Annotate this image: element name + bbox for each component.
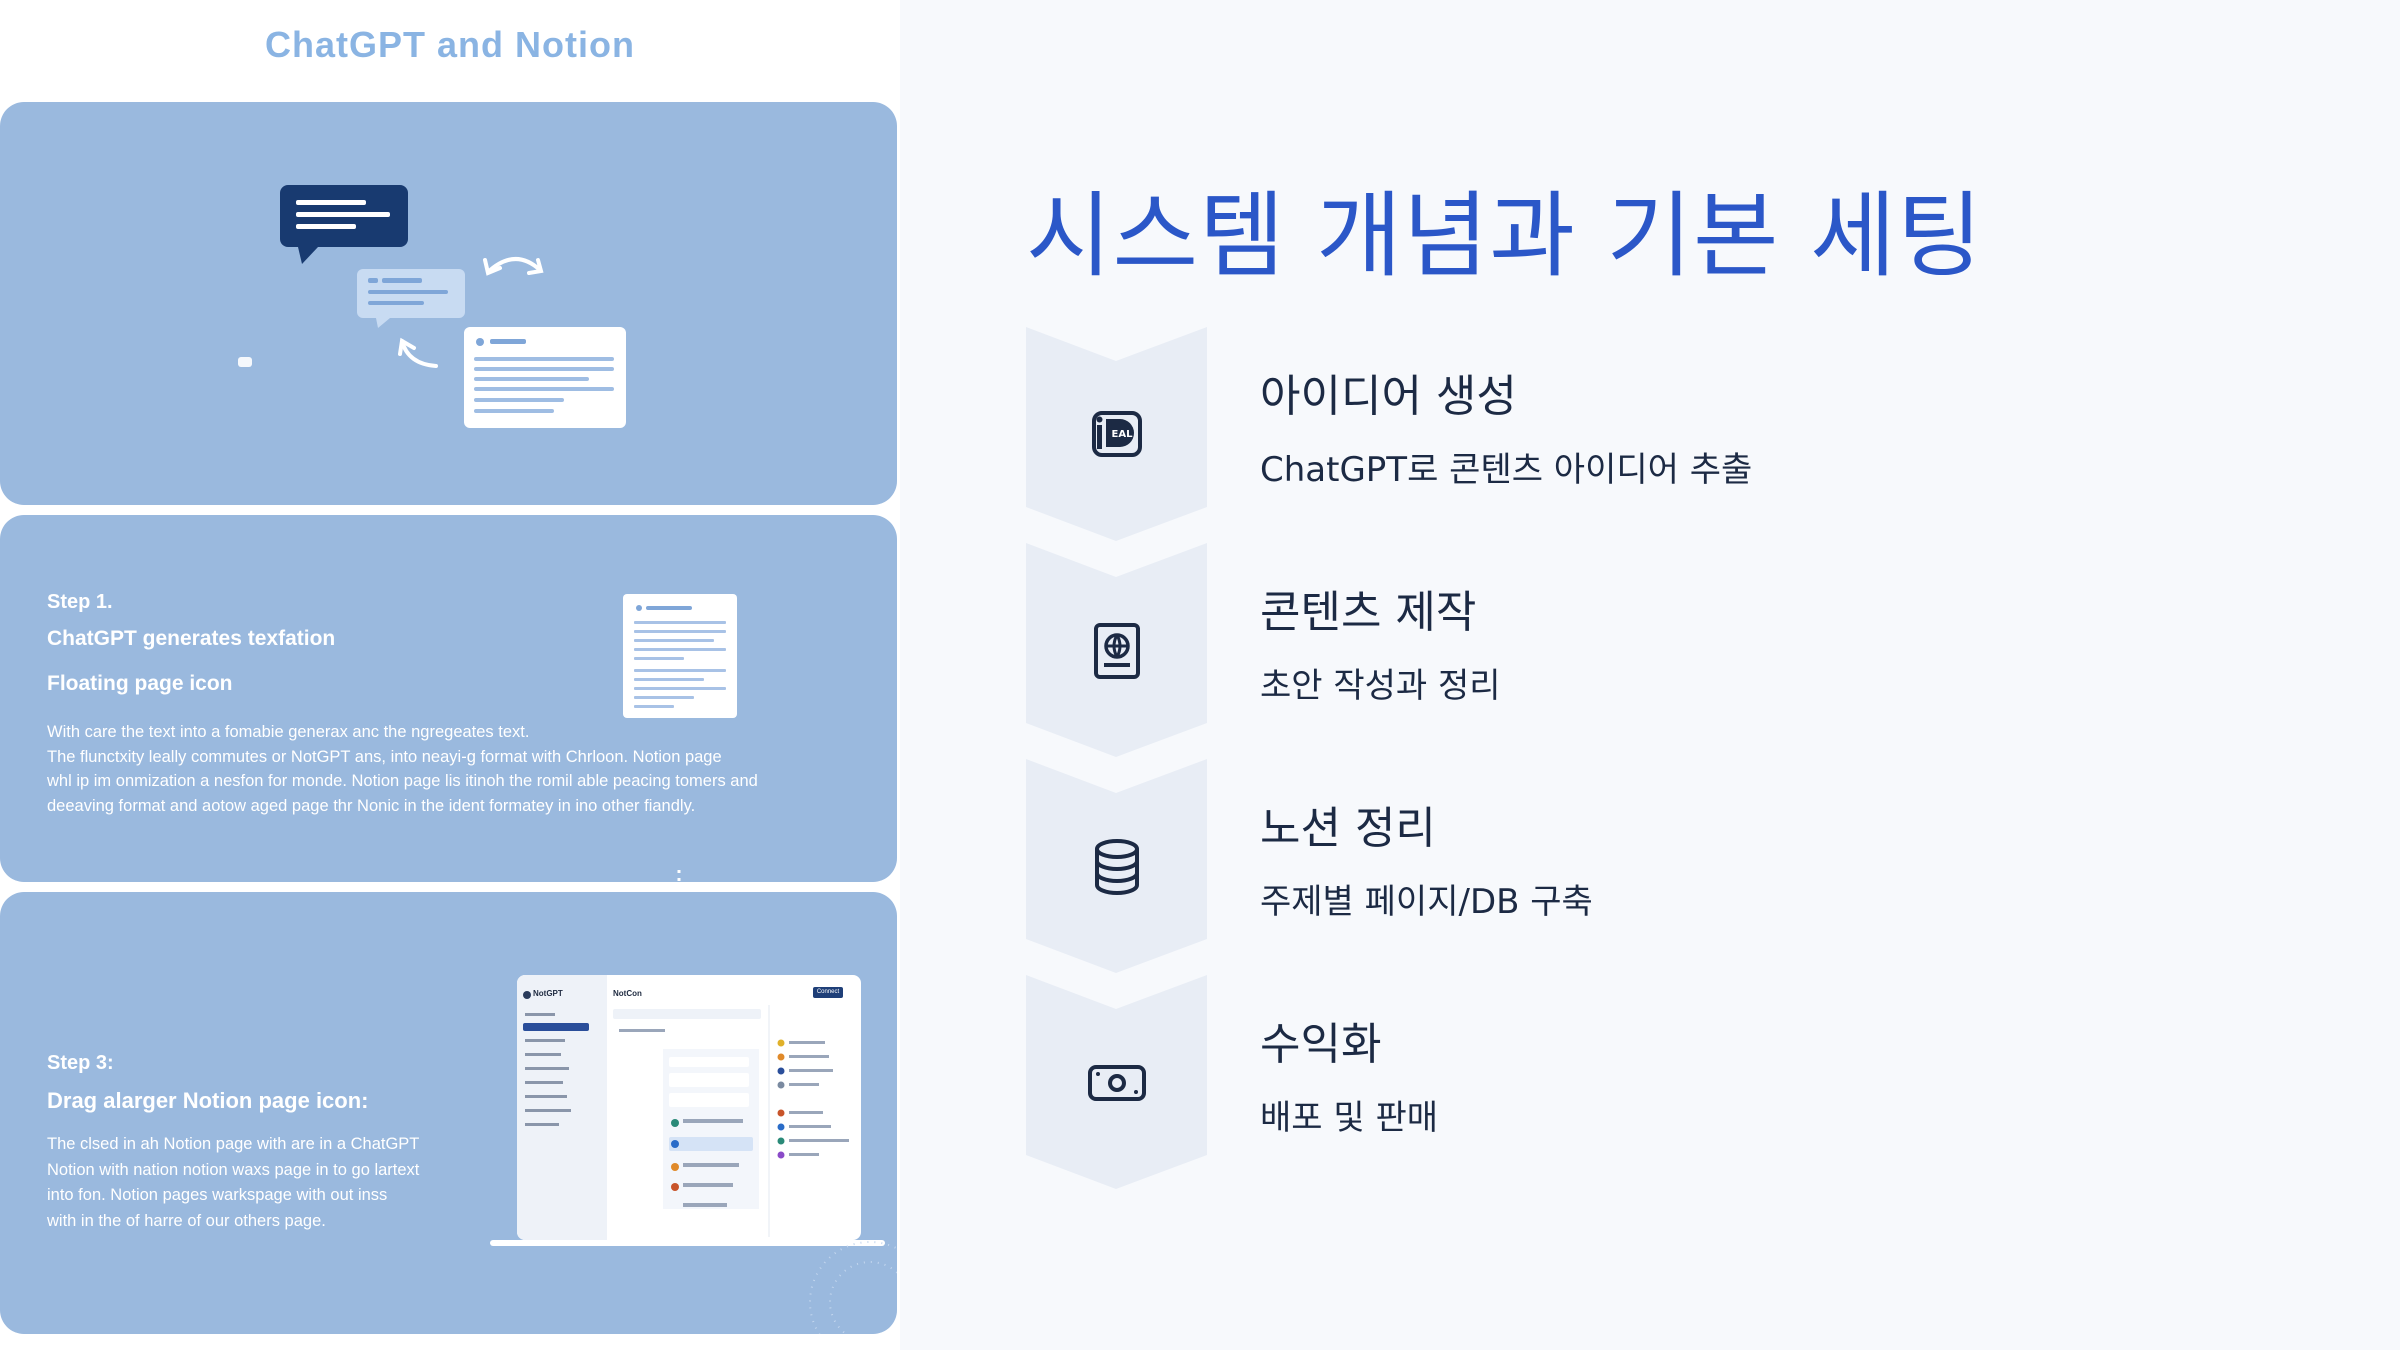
dark-chat-bubble-icon: [280, 185, 408, 264]
step-1-title: ChatGPT generates texfation: [47, 627, 336, 650]
mockup-content: [613, 1005, 849, 1237]
page-title: 시스템 개념과 기본 세팅: [1026, 182, 1984, 290]
step-title-idea: 아이디어 생성: [1260, 371, 1517, 422]
step-1-desc-line: whl ip im onmization a nesfon for monde.…: [47, 772, 758, 790]
step-3-description: The clsed in ah Notion page with are in …: [47, 1132, 419, 1234]
step-1-desc-line: deeaving format and aotow aged page thr …: [47, 796, 696, 815]
light-chat-bubble-icon: [357, 269, 465, 328]
decorative-dots: [809, 1241, 897, 1334]
step-1-desc-line: The flunctxity leally commutes or NotGPT…: [47, 747, 722, 766]
ideal-badge-icon: EAL: [1092, 411, 1142, 457]
step-subtitle-monetize: 배포 및 판매: [1260, 1098, 1439, 1138]
mockup-connect-button[interactable]: Connect: [813, 987, 843, 998]
left-illustration: ChatGPT and Notion: [0, 0, 900, 1350]
step-title-content: 콘텐츠 제작: [1260, 587, 1477, 638]
step-1-label: Step 1.: [47, 591, 113, 613]
sync-arrow-top-icon: [483, 257, 544, 276]
step-subtitle-idea: ChatGPT로 콘텐츠 아이디어 추출: [1260, 450, 1753, 490]
illustration-title: ChatGPT and Notion: [265, 24, 635, 65]
step-chevron-4: [1026, 975, 1207, 1189]
notion-app-mockup: NotGPT NotCon Connect: [517, 975, 861, 1240]
globe-document-icon: [1094, 623, 1140, 679]
step-title-monetize: 수익화: [1260, 1019, 1382, 1070]
mockup-app-name: NotGPT: [533, 989, 563, 998]
mockup-sidebar-items: [523, 991, 589, 1126]
svg-text:EAL: EAL: [1112, 429, 1134, 440]
step-subtitle-content: 초안 작성과 정리: [1260, 666, 1501, 706]
mockup-sidebar: [517, 975, 607, 1240]
step-chevron-2: [1026, 543, 1207, 757]
step-3-title: Drag alarger Notion page icon:: [47, 1088, 369, 1113]
mockup-tab-name: NotCon: [613, 989, 642, 998]
floating-page-icon: [623, 594, 737, 718]
panel-chat-sync: [0, 102, 897, 505]
step-3-desc-line: with in the of harre of our others page.: [47, 1211, 326, 1230]
panel-step-3: Step 3: Drag alarger Notion page icon: T…: [0, 892, 897, 1334]
chat-sync-illustration: [238, 185, 626, 428]
panel-step-1: Step 1. ChatGPT generates texfation Floa…: [0, 515, 897, 882]
document-card-icon: [464, 327, 626, 428]
money-icon: [1088, 1065, 1146, 1101]
step-1-desc-line: With care the text into a fomabie genera…: [47, 723, 530, 741]
step-3-desc-line: The clsed in ah Notion page with are in …: [47, 1135, 420, 1153]
step-title-notion: 노션 정리: [1260, 803, 1436, 854]
sync-arrow-bottom-icon: [398, 337, 438, 368]
database-icon: [1095, 839, 1139, 895]
step-subtitle-notion: 주제별 페이지/DB 구축: [1260, 882, 1593, 922]
step-1-subtitle: Floating page icon: [47, 672, 233, 695]
step-1-description: With care the text into a fomabie genera…: [47, 720, 758, 818]
laptop-base: [490, 1240, 885, 1246]
step-3-desc-line: Notion with nation notion waxs page in t…: [47, 1160, 420, 1179]
step-3-label: Step 3:: [47, 1052, 114, 1074]
step-3-desc-line: into fon. Notion pages warkspage with ou…: [47, 1186, 388, 1204]
step-chevron-3: [1026, 759, 1207, 973]
